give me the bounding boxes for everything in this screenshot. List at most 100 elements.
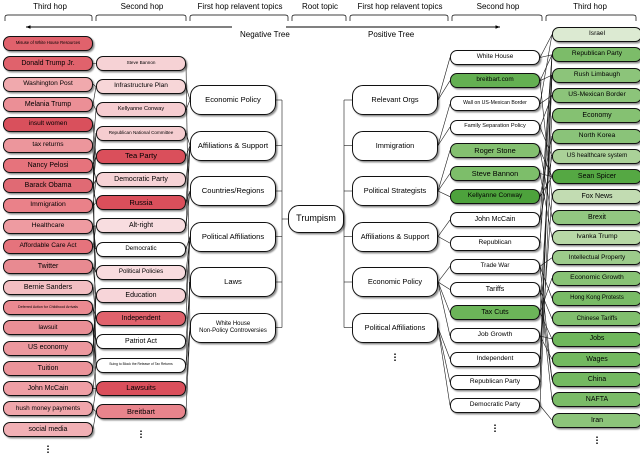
pos-third-hop-node[interactable]: Economic Growth — [552, 271, 640, 286]
neg-second-hop-node[interactable]: Tea Party — [96, 149, 186, 164]
neg-second-hop-node[interactable]: Russia — [96, 195, 186, 210]
neg-second-hop-node[interactable]: Democratic Party — [96, 172, 186, 187]
pos-second-hop-node[interactable]: Republican — [450, 236, 540, 251]
pos-second-hop-node[interactable]: Tariffs — [450, 282, 540, 297]
neg-second-hop-node[interactable]: Republican National Committee — [96, 126, 186, 141]
neg-second-hop-node[interactable]: Patriot Act — [96, 334, 186, 349]
pos-second-hop-node[interactable]: Democratic Party — [450, 398, 540, 413]
pos-third-hop-node[interactable]: Economy — [552, 108, 640, 123]
neg-third-hop-node[interactable]: John McCain — [3, 381, 93, 396]
pos-third-hop-node[interactable]: Jobs — [552, 332, 640, 347]
neg-second-hop-node[interactable]: Suing to Block the Release of Tax Return… — [96, 358, 186, 373]
pos-third-hop-node[interactable]: North Korea — [552, 129, 640, 144]
pos-second-hop-node[interactable]: Kellyanne Conway — [450, 189, 540, 204]
neg-second-hop-node[interactable]: Kellyanne Conway — [96, 102, 186, 117]
pos-third-hop-node[interactable]: Fox News — [552, 189, 640, 204]
pos-third-hop-node[interactable]: US-Mexican Border — [552, 88, 640, 103]
node-label: Tax Cuts — [479, 309, 510, 316]
pos-second-hop-node[interactable]: White House — [450, 50, 540, 65]
pos-second-hop-node[interactable]: Trade War — [450, 259, 540, 274]
neg-second-hop-node[interactable]: Breitbart — [96, 404, 186, 419]
node-label: Healthcare — [30, 223, 67, 230]
pos-third-hop-node[interactable]: Hong Kong Protests — [552, 291, 640, 306]
pos-third-hop-node[interactable]: Iran — [552, 413, 640, 428]
pos-third-hop-node[interactable]: Intellectual Property — [552, 250, 640, 265]
neg-second-hop-node[interactable]: Democratic — [96, 242, 186, 257]
neg-third-hop-node[interactable]: Washington Post — [3, 77, 93, 92]
pos-third-hop-node[interactable]: NAFTA — [552, 392, 640, 407]
neg-third-hop-node[interactable]: Bernie Sanders — [3, 280, 93, 295]
node-label: Independent — [475, 356, 516, 363]
pos-third-hop-node[interactable]: US healthcare system — [552, 149, 640, 164]
neg-third-hop-node[interactable]: Barack Obama — [3, 178, 93, 193]
neg-third-hop-node[interactable]: social media — [3, 422, 93, 437]
neg-third-hop-node[interactable]: Melania Trump — [3, 97, 93, 112]
pos-first-hop-topic[interactable]: Relevant Orgs — [352, 85, 438, 115]
pos-third-hop-node[interactable]: Ivanka Trump — [552, 230, 640, 245]
neg-first-hop-topic[interactable]: Economic Policy — [190, 85, 276, 115]
pos-third-hop-node[interactable]: Israel — [552, 27, 640, 42]
neg-third-hop-node[interactable]: Misuse of White House Resources — [3, 36, 93, 51]
neg-second-hop-node[interactable]: Education — [96, 288, 186, 303]
neg-third-hop-node[interactable]: Deferred Action for Childhood Arrivals — [3, 300, 93, 315]
edge — [438, 328, 450, 383]
pos-third-hop-node[interactable]: Wages — [552, 352, 640, 367]
edge — [438, 174, 450, 192]
pos-third-hop-node[interactable]: Sean Spicer — [552, 169, 640, 184]
neg-first-hop-topic[interactable]: Countries/Regions — [190, 176, 276, 206]
pos-second-hop-node[interactable]: Independent — [450, 352, 540, 367]
neg-third-hop-node[interactable]: Nancy Pelosi — [3, 158, 93, 173]
pos-third-hop-node[interactable]: Chinese Tariffs — [552, 311, 640, 326]
pos-first-hop-topic[interactable]: Political Strategists — [352, 176, 438, 206]
neg-first-hop-topic[interactable]: Affiliations & Support — [190, 131, 276, 161]
pos-second-hop-node[interactable]: Roger Stone — [450, 143, 540, 158]
pos-first-hop-topic[interactable]: Affiliations & Support — [352, 222, 438, 252]
root-node[interactable]: Trumpism — [288, 205, 344, 233]
edge — [540, 174, 552, 238]
pos-second-hop-node[interactable]: breitbart.com — [450, 73, 540, 88]
edge — [540, 290, 552, 400]
neg-third-hop-node[interactable]: lawsuit — [3, 320, 93, 335]
pos-third-hop-node[interactable]: Brexit — [552, 210, 640, 225]
neg-third-hop-node[interactable]: Healthcare — [3, 219, 93, 234]
neg-second-hop-node[interactable]: Lawsuits — [96, 381, 186, 396]
pos-second-hop-node[interactable]: Tax Cuts — [450, 305, 540, 320]
neg-third-hop-node[interactable]: Immigration — [3, 198, 93, 213]
positive-tree-label: Positive Tree — [368, 30, 414, 39]
neg-third-hop-node[interactable]: Twitter — [3, 259, 93, 274]
pos-third-hop-node[interactable]: Rush Limbaugh — [552, 68, 640, 83]
edge — [93, 226, 96, 247]
neg-third-hop-node[interactable]: hush money payments — [3, 401, 93, 416]
edge — [186, 328, 190, 389]
pos-first-hop-topic[interactable]: Immigration — [352, 131, 438, 161]
pos-second-hop-node[interactable]: John McCain — [450, 212, 540, 227]
neg-third-hop-node[interactable]: insult women — [3, 117, 93, 132]
neg-third-hop-node[interactable]: tax returns — [3, 138, 93, 153]
pos-second-hop-node[interactable]: Republican Party — [450, 375, 540, 390]
neg-first-hop-topic[interactable]: Laws — [190, 267, 276, 297]
neg-third-hop-node[interactable]: Affordable Care Act — [3, 239, 93, 254]
pos-second-hop-node[interactable]: Family Separation Policy — [450, 120, 540, 135]
neg-third-hop-node[interactable]: Donald Trump Jr. — [3, 56, 93, 71]
pos-third-hop-node[interactable]: China — [552, 372, 640, 387]
node-label: North Korea — [577, 133, 618, 140]
neg-third-hop-node[interactable]: Tuition — [3, 361, 93, 376]
edge — [540, 75, 552, 359]
pos-third-hop-node[interactable]: Republican Party — [552, 47, 640, 62]
pos-first-hop-topic[interactable]: Political Affiliations — [352, 313, 438, 343]
pos-second-hop-node[interactable]: Wall on US-Mexican Border — [450, 96, 540, 111]
neg-second-hop-node[interactable]: Steve Bannon — [96, 56, 186, 71]
neg-first-hop-topic[interactable]: Political Affiliations — [190, 222, 276, 252]
neg-second-hop-node[interactable]: Infrastructure Plan — [96, 79, 186, 94]
pos-first-hop-topic[interactable]: Economic Policy — [352, 267, 438, 297]
edge — [540, 258, 552, 267]
node-label: Suing to Block the Release of Tax Return… — [107, 363, 174, 366]
pos-second-hop-node[interactable]: Steve Bannon — [450, 166, 540, 181]
neg-third-hop-node[interactable]: US economy — [3, 341, 93, 356]
neg-second-hop-node[interactable]: Independent — [96, 311, 186, 326]
neg-second-hop-node[interactable]: Alt-right — [96, 218, 186, 233]
neg-second-hop-node[interactable]: Political Policies — [96, 265, 186, 280]
node-label: Rush Limbaugh — [572, 72, 622, 79]
pos-second-hop-node[interactable]: Job Growth — [450, 328, 540, 343]
